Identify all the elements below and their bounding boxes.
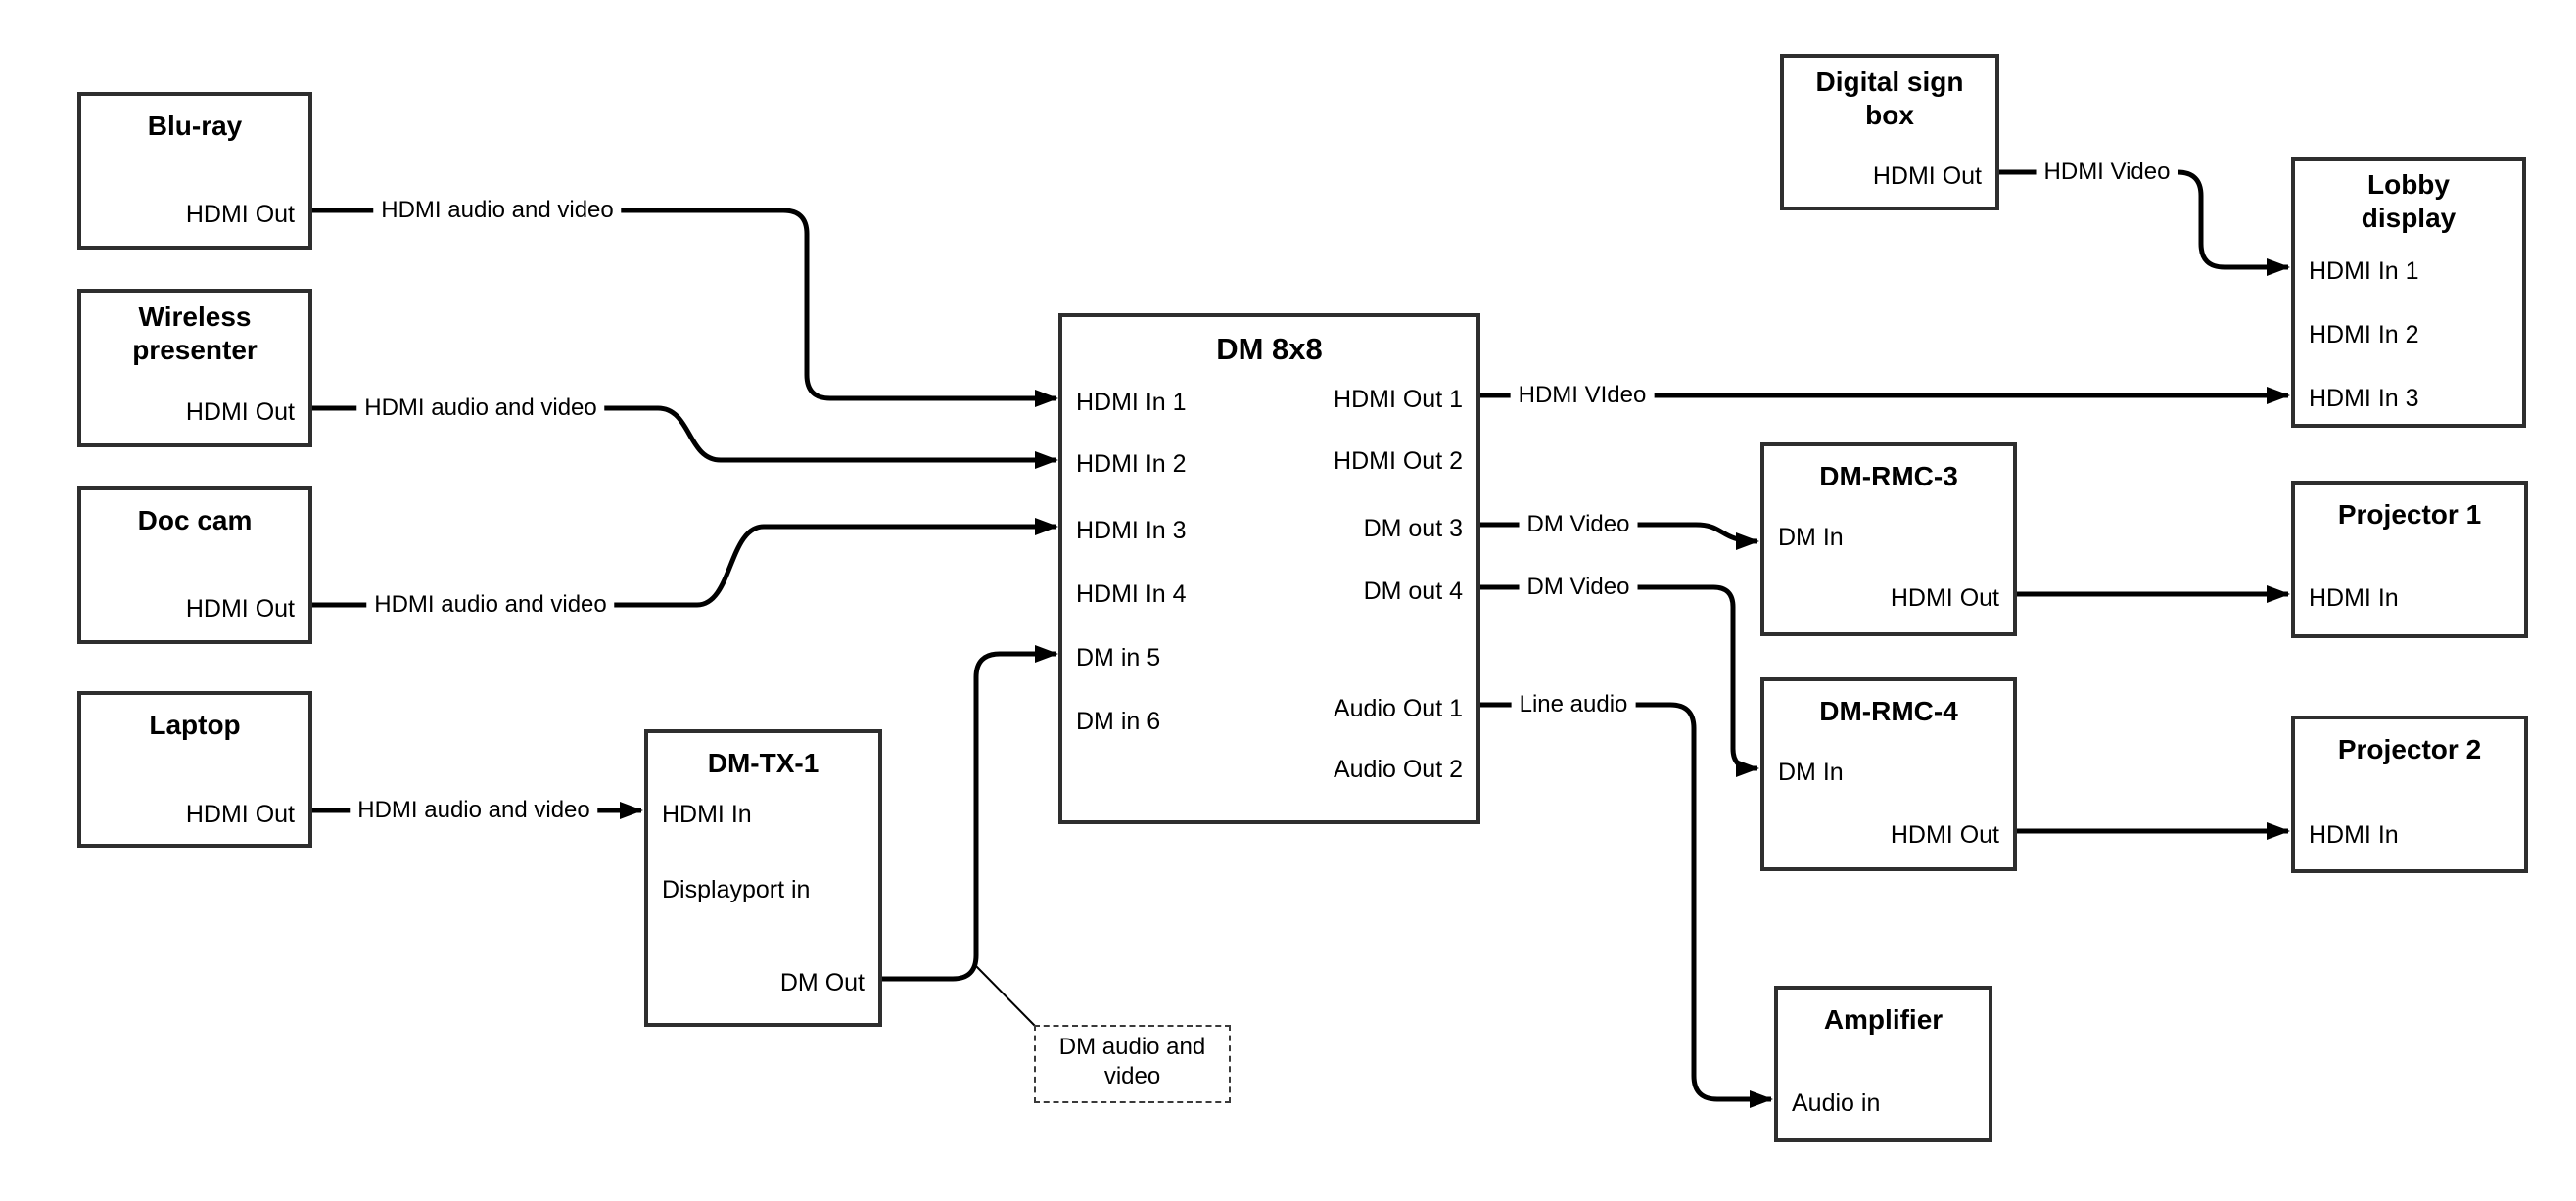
wire-label-dm-video-4: DM Video: [1519, 573, 1638, 602]
node-projector2: Projector 2 HDMI In: [2291, 716, 2528, 873]
node-projector1: Projector 1 HDMI In: [2291, 481, 2528, 638]
wire-label-line-audio: Line audio: [1511, 690, 1636, 719]
port-lobby-hdmi-in-1: HDMI In 1: [2309, 257, 2419, 285]
port-bluray-hdmi-out: HDMI Out: [185, 201, 295, 228]
port-dm8x8-audio-out-2: Audio Out 2: [1333, 756, 1463, 783]
port-lobby-hdmi-in-2: HDMI In 2: [2309, 321, 2419, 348]
node-dmrmc4: DM-RMC-4 DM In HDMI Out: [1760, 677, 2017, 871]
node-wireless-title: Wireless presenter: [132, 301, 258, 365]
node-dm8x8: DM 8x8 HDMI In 1 HDMI In 2 HDMI In 3 HDM…: [1058, 313, 1480, 824]
port-dm8x8-dm-out-3: DM out 3: [1363, 515, 1463, 542]
wire-dm8x8-out3-to-dmrmc3: [1480, 522, 1759, 550]
port-amplifier-audio-in: Audio in: [1792, 1089, 1881, 1117]
port-dm8x8-audio-out-1: Audio Out 1: [1333, 695, 1463, 722]
port-dm8x8-hdmi-out-2: HDMI Out 2: [1334, 447, 1463, 475]
callout-dm-audio-video: DM audio and video: [1034, 1025, 1231, 1103]
callout-text: DM audio and video: [1058, 1034, 1206, 1089]
node-dmrmc4-title: DM-RMC-4: [1819, 696, 1958, 726]
node-dmrmc3: DM-RMC-3 DM In HDMI Out: [1760, 442, 2017, 636]
wire-digitalsign-to-lobby-in1: [1999, 169, 2290, 276]
node-dm8x8-title: DM 8x8: [1216, 332, 1323, 366]
port-doccam-hdmi-out: HDMI Out: [185, 595, 295, 623]
wire-label-sign-video: HDMI Video: [2036, 158, 2178, 187]
node-bluray-title: Blu-ray: [147, 111, 243, 141]
port-lobby-hdmi-in-3: HDMI In 3: [2309, 385, 2419, 412]
port-dmrmc4-hdmi-out: HDMI Out: [1890, 821, 1999, 849]
wire-label-bluray: HDMI audio and video: [373, 196, 622, 225]
port-dm8x8-dm-out-4: DM out 4: [1363, 577, 1463, 605]
port-dm8x8-dm-in-6: DM in 6: [1076, 708, 1161, 735]
wire-label-doccam: HDMI audio and video: [366, 590, 615, 620]
node-lobby-title: Lobby display: [2361, 169, 2457, 233]
port-dm8x8-hdmi-out-1: HDMI Out 1: [1334, 386, 1463, 413]
wire-bluray-to-dm8x8-in1: [312, 208, 1058, 407]
node-laptop-title: Laptop: [149, 710, 241, 740]
node-amplifier: Amplifier Audio in: [1774, 986, 1992, 1142]
wire-label-laptop: HDMI audio and video: [350, 796, 598, 825]
port-digital-sign-hdmi-out: HDMI Out: [1872, 162, 1982, 190]
node-lobby-display: Lobby display HDMI In 1 HDMI In 2 HDMI I…: [2291, 157, 2526, 428]
callout-leader-line: [973, 963, 1036, 1027]
wire-dm8x8-out4-to-dmrmc4: [1480, 584, 1759, 777]
port-wireless-hdmi-out: HDMI Out: [185, 398, 295, 426]
port-dm8x8-hdmi-in-3: HDMI In 3: [1076, 517, 1187, 544]
wire-doccam-to-dm8x8-in3: [312, 518, 1058, 608]
wire-label-wireless: HDMI audio and video: [356, 393, 605, 423]
wire-label-dm-video-3: DM Video: [1519, 510, 1638, 539]
port-dmrmc3-hdmi-out: HDMI Out: [1890, 584, 1999, 612]
node-projector2-title: Projector 2: [2337, 734, 2482, 764]
node-doccam: Doc cam HDMI Out: [77, 486, 312, 644]
node-digital-sign-title: Digital sign box: [1815, 67, 1964, 130]
node-dmrmc3-title: DM-RMC-3: [1819, 461, 1958, 491]
wire-dmtx1-to-dm8x8-in5: [882, 645, 1058, 982]
node-dmtx1-title: DM-TX-1: [707, 748, 820, 778]
port-dm8x8-hdmi-in-1: HDMI In 1: [1076, 389, 1187, 416]
port-dmrmc4-dm-in: DM In: [1778, 759, 1844, 786]
port-dm8x8-dm-in-5: DM in 5: [1076, 644, 1161, 671]
port-dm8x8-hdmi-in-2: HDMI In 2: [1076, 450, 1187, 478]
wire-wireless-to-dm8x8-in2: [312, 405, 1058, 469]
wire-label-hdmi-video: HDMI VIdeo: [1510, 381, 1655, 410]
port-dmrmc3-dm-in: DM In: [1778, 524, 1844, 551]
node-amplifier-title: Amplifier: [1823, 1004, 1944, 1035]
port-dmtx1-dp-in: Displayport in: [662, 876, 811, 903]
port-projector2-hdmi-in: HDMI In: [2309, 821, 2399, 849]
node-digital-sign: Digital sign box HDMI Out: [1780, 54, 1999, 210]
node-wireless-presenter: Wireless presenter HDMI Out: [77, 289, 312, 447]
port-projector1-hdmi-in: HDMI In: [2309, 584, 2399, 612]
node-projector1-title: Projector 1: [2337, 499, 2482, 530]
node-bluray: Blu-ray HDMI Out: [77, 92, 312, 250]
port-dm8x8-hdmi-in-4: HDMI In 4: [1076, 580, 1187, 608]
wire-dm8x8-audio1-to-amplifier: [1480, 702, 1773, 1108]
node-dmtx1: DM-TX-1 HDMI In Displayport in DM Out: [644, 729, 882, 1027]
node-doccam-title: Doc cam: [137, 505, 253, 535]
node-laptop: Laptop HDMI Out: [77, 691, 312, 848]
port-dmtx1-hdmi-in: HDMI In: [662, 801, 752, 828]
port-laptop-hdmi-out: HDMI Out: [185, 801, 295, 828]
port-dmtx1-dm-out: DM Out: [779, 969, 865, 996]
